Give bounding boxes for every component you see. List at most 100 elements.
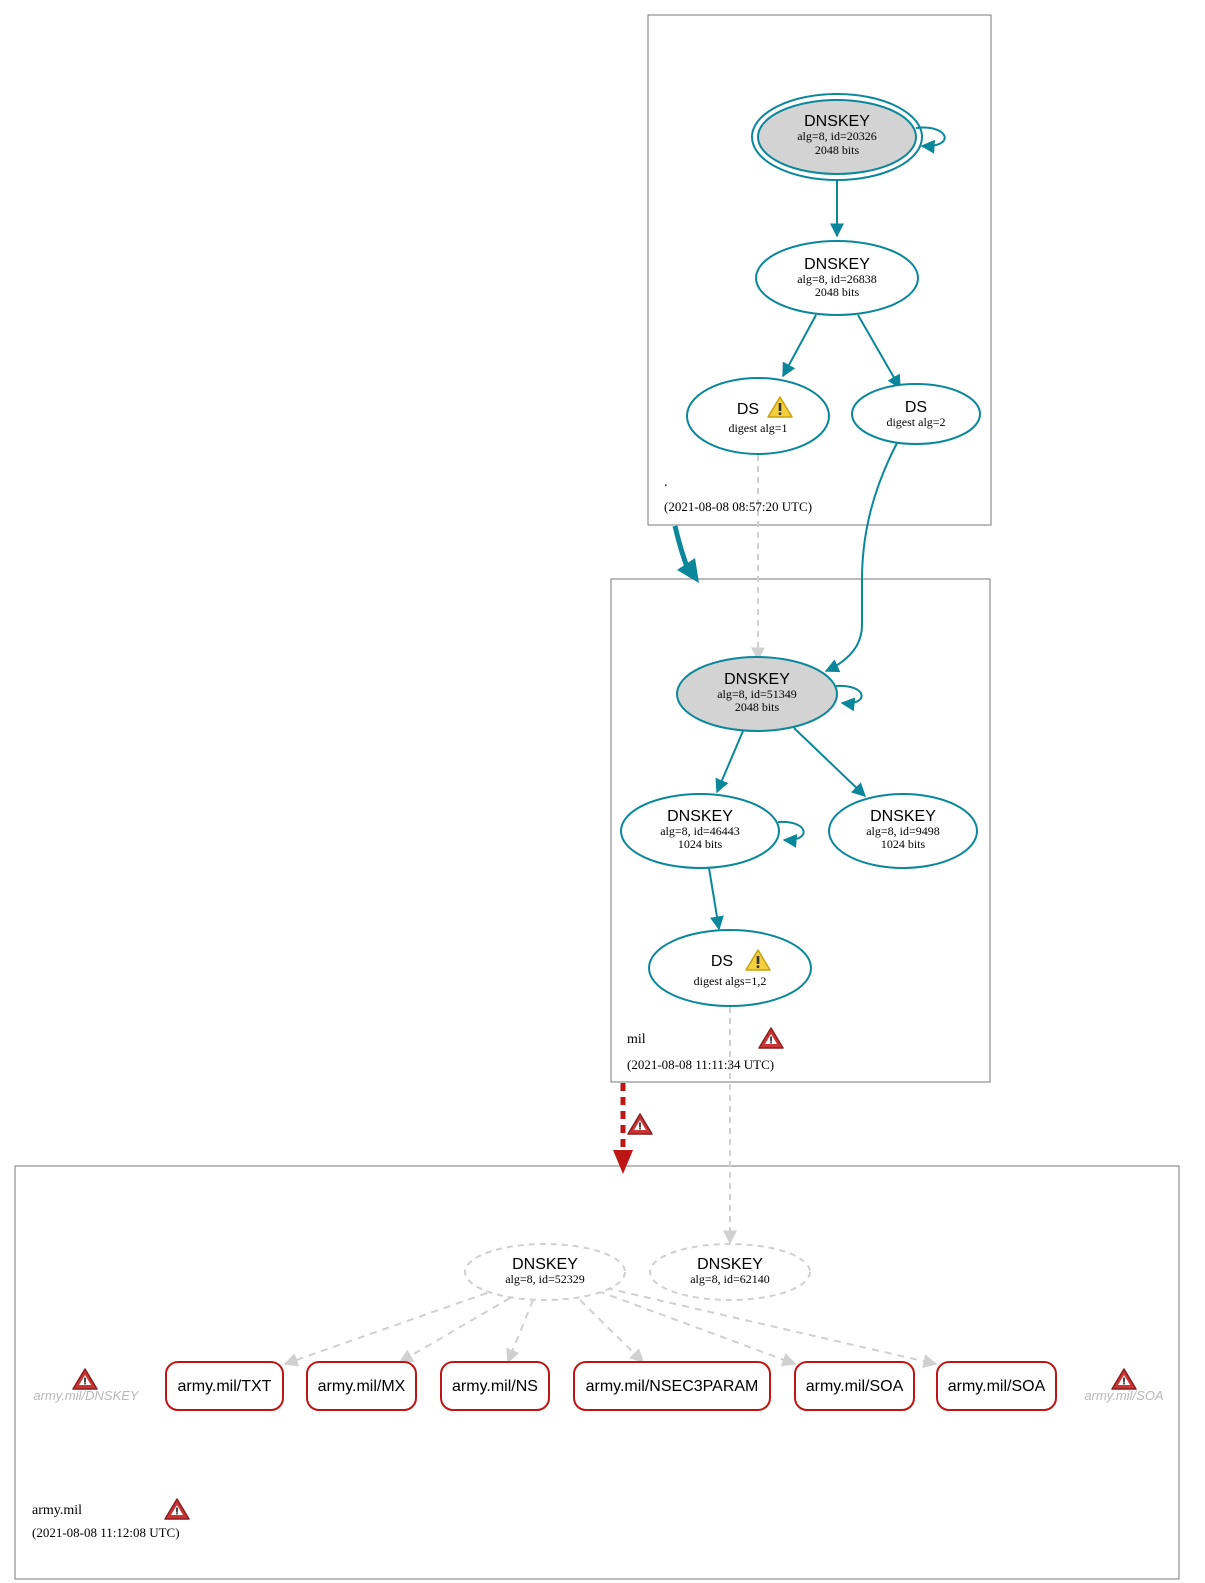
node-title: DS [737,401,759,418]
rrset-box [936,1361,1057,1411]
rrset-box [573,1361,771,1411]
rrset-txt[interactable]: army.mil/TXT [165,1361,284,1411]
edge-52329-to-mx [398,1297,511,1363]
dnskey-ellipse [649,1243,811,1301]
ghost-rrset-dnskey[interactable]: army.mil/DNSKEY [33,1368,140,1403]
zone-mil-box [610,578,991,1083]
edge-52329-to-soa1 [597,1290,797,1367]
error-icon [758,1027,784,1049]
node-title: DNSKEY [667,808,733,825]
rrset-soa-2[interactable]: army.mil/SOA [936,1361,1057,1411]
node-dnskey-51349[interactable]: DNSKEY alg=8, id=51349 2048 bits [676,656,838,732]
node-ds-alg2[interactable]: DS digest alg=2 [851,383,981,445]
dnskey-ellipse [757,99,917,175]
edge-26838-to-ds-alg2 [857,314,901,390]
ghost-rrset-soa[interactable]: army.mil/SOA [1084,1368,1164,1403]
army-rrset-edges [283,1287,938,1368]
node-bits: 2048 bits [815,143,860,157]
rrset-box [165,1361,284,1411]
node-alg-id: alg=8, id=20326 [797,129,877,143]
node-alg-id: alg=8, id=46443 [660,824,740,838]
zone-root-box [647,14,992,526]
node-title: DNSKEY [724,671,790,688]
rrset-label: army.mil/NSEC3PARAM [586,1378,759,1395]
dnskey-outer-ring [751,93,923,181]
zone-army-timestamp: (2021-08-08 11:12:08 UTC) [32,1525,180,1540]
edge-20326-self [915,126,946,154]
rrset-box [794,1361,915,1411]
node-title: DNSKEY [697,1256,763,1273]
node-bits: 2048 bits [735,700,780,714]
ds-ellipse [851,383,981,445]
dnskey-ellipse [755,240,919,316]
ghost-label: army.mil/DNSKEY [33,1388,140,1403]
zone-army-box [14,1165,1180,1580]
delegation-mil-to-army-arrowhead [613,1150,633,1174]
node-title: DS [711,953,733,970]
node-alg-id: alg=8, id=62140 [690,1272,770,1286]
ds-ellipse [648,929,812,1007]
rrset-label: army.mil/SOA [806,1378,904,1395]
rrset-nsec3param[interactable]: army.mil/NSEC3PARAM [573,1361,771,1411]
dnskey-ellipse [676,656,838,732]
node-bits: 2048 bits [815,285,860,299]
error-icon [1111,1368,1137,1390]
node-alg-id: alg=8, id=51349 [717,687,797,701]
edge-51349-self [835,684,863,712]
dnskey-ellipse [620,793,780,869]
rrset-label: army.mil/SOA [948,1378,1046,1395]
rrset-label: army.mil/TXT [178,1378,272,1395]
node-title: DNSKEY [870,808,936,825]
node-dnskey-20326[interactable]: DNSKEY alg=8, id=20326 2048 bits [751,93,923,181]
dnskey-ellipse [464,1243,626,1301]
zone-mil-timestamp: (2021-08-08 11:11:34 UTC) [627,1057,774,1072]
node-ds-alg1[interactable]: DS digest alg=1 [686,377,830,455]
zone-root-name: . [664,475,668,490]
rrset-soa-1[interactable]: army.mil/SOA [794,1361,915,1411]
delegation-root-to-mil-arrowhead [677,558,699,583]
zone-army-name: army.mil [32,1503,82,1518]
node-alg-id: alg=8, id=9498 [866,824,940,838]
node-dnskey-52329[interactable]: DNSKEY alg=8, id=52329 [464,1243,626,1301]
node-digest: digest alg=1 [728,421,787,435]
zone-mil-name: mil [627,1032,646,1047]
edge-52329-to-ns [506,1299,534,1364]
edge-46443-to-ds [708,867,724,931]
ghost-label: army.mil/SOA [1084,1388,1163,1403]
node-title: DNSKEY [804,256,870,273]
edge-52329-to-txt [283,1292,488,1367]
node-digest: digest algs=1,2 [694,974,767,988]
node-bits: 1024 bits [678,837,723,851]
rrset-label: army.mil/NS [452,1378,538,1395]
error-icon [164,1498,190,1520]
edge-51349-to-9498 [793,727,867,797]
node-alg-id: alg=8, id=26838 [797,272,877,286]
node-bits: 1024 bits [881,837,926,851]
edge-ds-alg2-to-51349 [824,442,898,673]
edge-52329-to-nsec3param [579,1299,644,1363]
error-icon [72,1368,98,1390]
dnskey-ellipse [828,793,978,869]
edge-52329-to-soa2 [605,1287,938,1368]
edge-51349-to-46443 [715,730,744,794]
node-digest: digest alg=2 [886,415,945,429]
rrset-mx[interactable]: army.mil/MX [306,1361,417,1411]
node-title: DNSKEY [804,113,870,130]
node-alg-id: alg=8, id=52329 [505,1272,585,1286]
node-ds-algs12[interactable]: DS digest algs=1,2 [648,929,812,1007]
node-dnskey-9498[interactable]: DNSKEY alg=8, id=9498 1024 bits [828,793,978,869]
zone-root-timestamp: (2021-08-08 08:57:20 UTC) [664,499,812,514]
node-dnskey-26838[interactable]: DNSKEY alg=8, id=26838 2048 bits [755,240,919,316]
node-title: DNSKEY [512,1256,578,1273]
edge-46443-self [777,820,805,848]
node-title: DS [905,399,927,416]
node-dnskey-46443[interactable]: DNSKEY alg=8, id=46443 1024 bits [620,793,780,869]
error-icon [627,1113,653,1135]
rrset-label: army.mil/MX [318,1378,406,1395]
ds-ellipse [686,377,830,455]
rrset-box [440,1361,550,1411]
rrset-box [306,1361,417,1411]
rrset-ns[interactable]: army.mil/NS [440,1361,550,1411]
node-dnskey-62140[interactable]: DNSKEY alg=8, id=62140 [649,1243,811,1301]
